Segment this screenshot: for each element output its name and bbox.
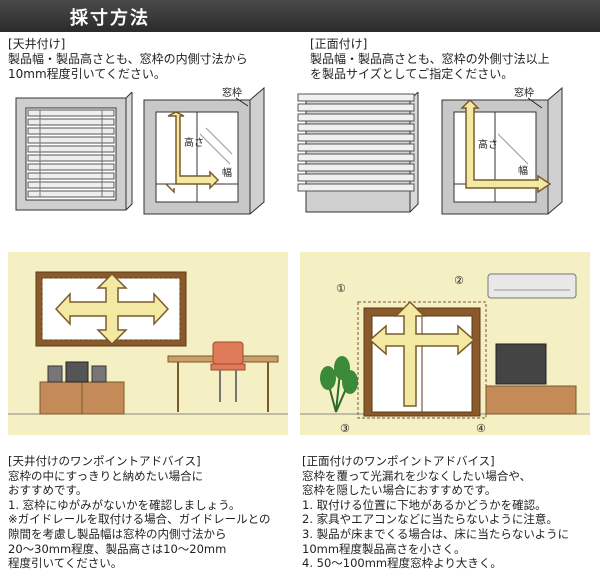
front-tip-line-1: 窓枠を覆って光漏れを少なくしたい場合や、 [302, 468, 532, 483]
ceiling-tip-line-2: おすすめです。 [8, 483, 88, 498]
front-tip-line-3: 1. 取付ける位置に下地があるかどうかを確認。 [302, 497, 547, 512]
ceiling-frame-illustration: 窓枠 高さ 幅 [143, 86, 265, 215]
ceiling-tip-line-3: 1. 窓枠にゆがみがないかを確認しましょう。 [8, 497, 241, 512]
front-frame-label: 窓枠 [514, 86, 534, 99]
front-marker-1: ① [336, 282, 346, 295]
ceiling-height-label: 高さ [184, 136, 204, 149]
front-marker-4: ④ [476, 422, 486, 435]
front-tip-line-7: 4. 50～100mm程度窓枠より大きく。 [302, 556, 502, 571]
ceiling-tip-line-7: 程度引いてください。 [8, 556, 123, 571]
front-tip-line-5: 3. 製品が床までくる場合は、床に当たらないように [302, 526, 570, 541]
front-marker-2: ② [454, 274, 464, 287]
front-desc-line-2: を製品サイズとしてご指定ください。 [310, 67, 514, 81]
front-marker-3: ③ [340, 422, 350, 435]
front-height-label: 高さ [478, 138, 498, 151]
ceiling-tips: [天井付けのワンポイントアドバイス] 窓枠の中にすっきりと納めたい場合に おすす… [8, 454, 300, 571]
ceiling-label: [天井付け] [8, 37, 66, 51]
front-width-label: 幅 [518, 164, 528, 177]
front-tips-title: [正面付けのワンポイントアドバイス] [302, 454, 495, 468]
ceiling-desc-line-1: 製品幅・製品高さとも、窓枠の内側寸法から [8, 52, 248, 66]
ceiling-frame-label: 窓枠 [222, 86, 242, 99]
ceiling-desc: 製品幅・製品高さとも、窓枠の内側寸法から 10mm程度引いてください。 [8, 52, 298, 82]
front-label: [正面付け] [310, 37, 368, 51]
header-bar: 採寸方法 [0, 0, 600, 32]
ceiling-tip-line-4: ※ガイドレールを取付ける場合、ガイドレールとの [8, 512, 271, 527]
front-desc: 製品幅・製品高さとも、窓枠の外側寸法以上 を製品サイズとしてご指定ください。 [310, 52, 600, 82]
front-room-illustration: ① ② ③ ④ [300, 252, 590, 435]
ceiling-tips-title: [天井付けのワンポイントアドバイス] [8, 454, 201, 468]
front-frame-illustration: 窓枠 高さ 幅 [441, 86, 563, 215]
ceiling-room-illustration [8, 252, 288, 435]
ceiling-blind-illustration [15, 92, 133, 211]
ceiling-tip-line-1: 窓枠の中にすっきりと納めたい場合に [8, 468, 204, 483]
ceiling-width-label: 幅 [222, 166, 232, 179]
ceiling-tip-line-5: 隙間を考慮し製品幅は窓枠の内側寸法から [8, 526, 227, 541]
ceiling-desc-line-2: 10mm程度引いてください。 [8, 67, 166, 81]
front-tip-line-6: 10mm程度製品高さを小さく。 [302, 541, 466, 556]
front-tip-line-4: 2. 家具やエアコンなどに当たらないように注意。 [302, 512, 558, 527]
front-desc-line-1: 製品幅・製品高さとも、窓枠の外側寸法以上 [310, 52, 550, 66]
front-blind-illustration [297, 92, 419, 213]
front-tips: [正面付けのワンポイントアドバイス] 窓枠を覆って光漏れを少なくしたい場合や、 … [302, 454, 594, 571]
ceiling-tip-line-6: 20～30mm程度、製品高さは10～20mm [8, 541, 227, 556]
front-tip-line-2: 窓枠を隠したい場合におすすめです。 [302, 483, 497, 498]
page-title: 採寸方法 [70, 8, 150, 29]
